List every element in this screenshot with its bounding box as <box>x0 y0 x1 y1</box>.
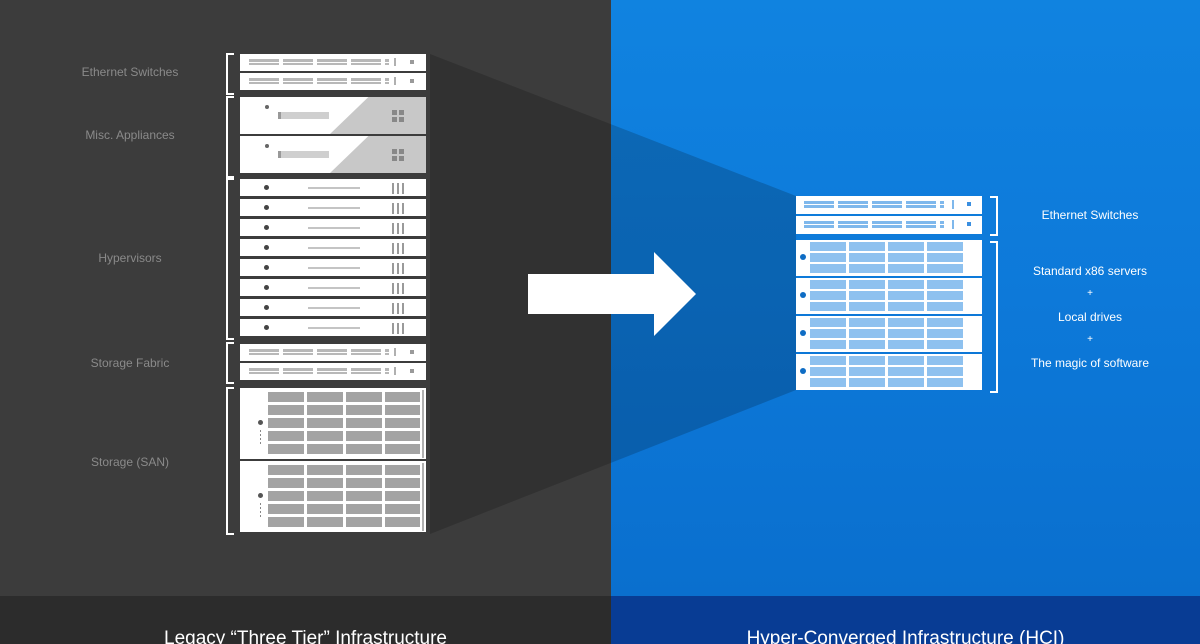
hypervisor-unit <box>240 219 426 236</box>
label-hci-drives: Local drives <box>1057 310 1123 324</box>
bracket-storage-fabric <box>226 342 234 384</box>
hypervisor-unit <box>240 299 426 316</box>
bracket-ethernet-switches <box>226 53 234 95</box>
bracket-hypervisors <box>226 178 234 340</box>
ethernet-switch-unit <box>240 54 426 71</box>
hci-switch-unit <box>796 216 982 234</box>
label-ethernet-switches: Ethernet Switches <box>81 65 179 79</box>
hypervisor-unit <box>240 319 426 336</box>
label-hci-servers: Standard x86 servers <box>1032 264 1148 278</box>
hypervisor-unit <box>240 179 426 196</box>
arrow-right-icon <box>528 252 696 336</box>
san-storage-unit <box>240 461 426 532</box>
label-hci-software: The magic of software <box>1030 356 1150 370</box>
hypervisor-unit <box>240 199 426 216</box>
san-storage-unit <box>240 388 426 459</box>
bracket-hci-switches <box>990 196 998 236</box>
label-hci-plus: + <box>1087 334 1093 345</box>
bracket-misc-appliances <box>226 96 234 178</box>
storage-fabric-unit <box>240 363 426 380</box>
hci-server-unit <box>796 240 982 276</box>
label-storage-fabric: Storage Fabric <box>90 356 170 370</box>
hci-server-unit <box>796 278 982 314</box>
label-hci-plus: + <box>1087 288 1093 299</box>
label-storage-san: Storage (SAN) <box>90 455 170 469</box>
label-misc-appliances: Misc. Appliances <box>85 128 175 142</box>
label-hypervisors: Hypervisors <box>98 251 162 265</box>
hci-server-unit <box>796 354 982 390</box>
hypervisor-unit <box>240 259 426 276</box>
hypervisor-unit <box>240 279 426 296</box>
storage-fabric-unit <box>240 344 426 361</box>
label-hci-ethernet-switches: Ethernet Switches <box>1041 208 1139 222</box>
ethernet-switch-unit <box>240 73 426 90</box>
legacy-footer: Legacy “Three Tier” Infrastructure <box>0 596 611 644</box>
hci-footer-title: Hyper-Converged Infrastructure (HCI) <box>746 628 1065 644</box>
bracket-storage-san <box>226 387 234 535</box>
hci-switch-unit <box>796 196 982 214</box>
appliance-unit <box>240 136 426 173</box>
hci-footer: Hyper-Converged Infrastructure (HCI) <box>611 596 1200 644</box>
appliance-unit <box>240 97 426 134</box>
bracket-hci-servers <box>990 241 998 393</box>
hci-server-unit <box>796 316 982 352</box>
legacy-footer-title: Legacy “Three Tier” Infrastructure <box>164 628 447 644</box>
hypervisor-unit <box>240 239 426 256</box>
